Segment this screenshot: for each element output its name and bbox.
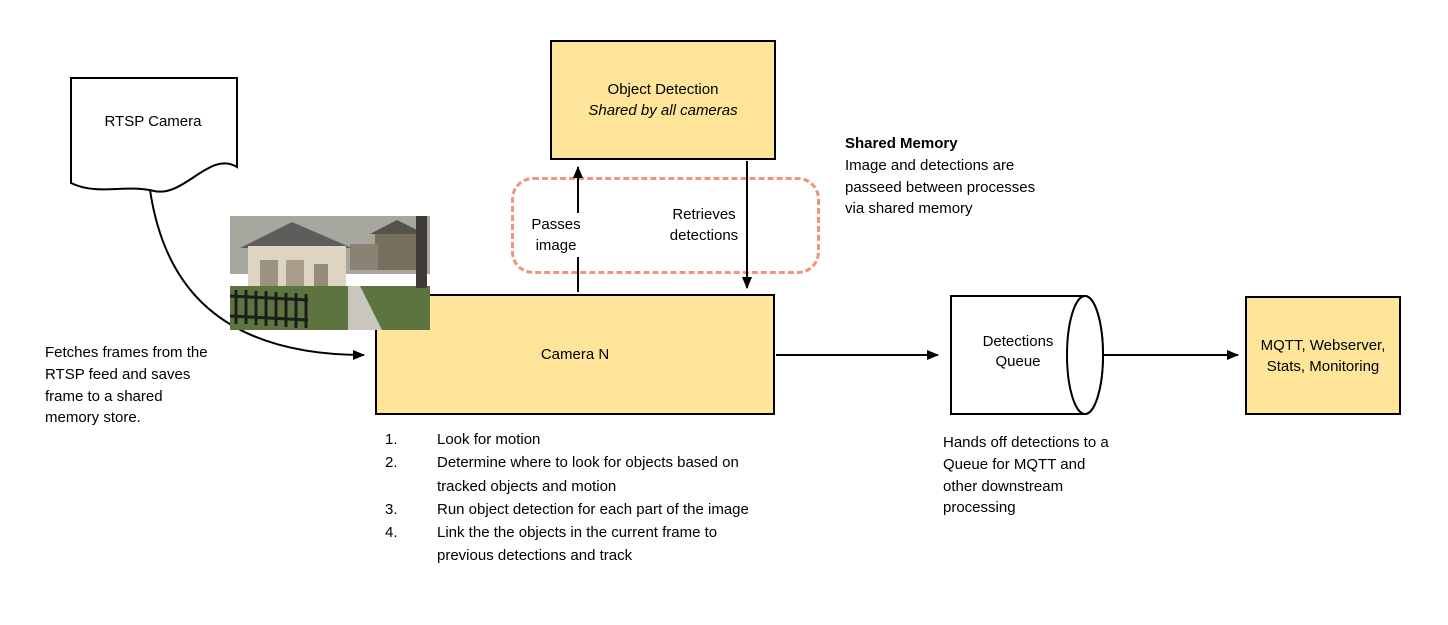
step-text: Link the the objects in the current fram… [437,524,718,565]
list-item: 1. Look for motion [385,428,753,451]
step-text: Determine where to look for objects base… [437,454,739,495]
object-detection-subtitle: Shared by all cameras [588,102,738,119]
queue-handoff-note: Hands off detections to a Queue for MQTT… [943,434,1109,517]
camera-n-label: Camera N [540,346,610,363]
step-number: 1. [385,431,398,448]
mqtt-label: MQTT, Webserver, Stats, Monitoring [1260,336,1386,375]
photo-fence [230,290,309,328]
camera-snapshot-image [230,216,430,330]
step-text: Look for motion [437,431,541,448]
retrieves-detections-label: Retrieves detections [664,203,744,247]
step-number: 3. [385,500,398,518]
fetch-frames-note: Fetches frames from the RTSP feed and sa… [45,344,208,427]
list-item: 4. Link the the objects in the current f… [385,521,753,568]
camera-steps-list: 1. Look for motion 2. Determine where to… [385,428,753,568]
detections-queue-label: Detections Queue [982,333,1054,371]
mqtt-node: MQTT, Webserver, Stats, Monitoring [1245,296,1401,415]
rtsp-camera-node [70,77,238,193]
photo-sidewalk [348,286,382,330]
step-number: 4. [385,524,398,541]
list-item: 2. Determine where to look for objects b… [385,451,753,498]
object-detection-title: Object Detection [607,81,719,98]
photo-porch-post [416,216,427,288]
object-detection-node: Object Detection Shared by all cameras [550,40,776,160]
camera-n-node: Camera N [375,294,775,415]
photo-grass [230,286,430,330]
shared-memory-region [511,177,820,274]
rtsp-to-camera-arrow [149,189,365,360]
shared-memory-note: Shared Memory Image and detections are p… [845,133,1045,220]
rtsp-camera-label: RTSP Camera [104,113,202,130]
shared-memory-note-body: Image and detections are passeed between… [845,156,1036,218]
photo-bg-house [375,232,420,270]
photo-roof [240,222,352,248]
shared-memory-note-title: Shared Memory [845,135,958,152]
detections-queue-node [950,295,1104,415]
step-number: 2. [385,454,398,472]
list-item: 3. Run object detection for each part of… [385,498,753,521]
step-text: Run object detection for each part of th… [437,500,749,518]
passes-image-label: Passes image [528,213,584,257]
